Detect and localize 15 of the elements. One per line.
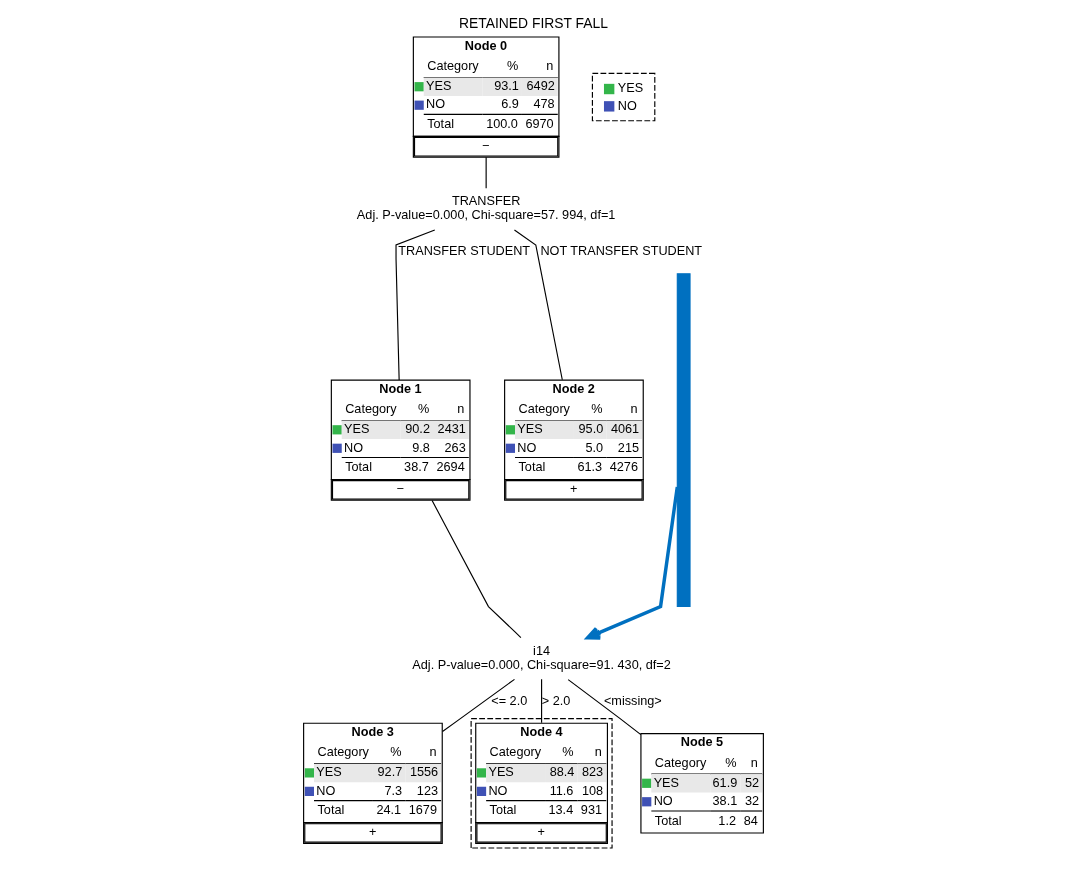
edge-label: <missing> [603,693,662,708]
node-text: i14 Adj. P-value=0.000, Chi-square=91. 430, df=2 [412,643,671,672]
node-label: + [368,825,377,840]
legend-label: NO [617,98,637,113]
node-label: + [537,825,545,840]
legend-label: YES [617,81,644,96]
node-text: TRANSFER Adj. P-value=0.000, Chi-square=57. 994, df=1 [356,194,616,223]
diagram-title: RETAINED FIRST FALL [459,15,608,32]
edge-label: <= 2.0 [491,693,528,708]
edge-label: NOT TRANSFER STUDENT [540,244,703,259]
node-label: + [569,482,578,497]
edge-label: TRANSFER STUDENT [398,244,531,259]
node-label: − [482,139,490,154]
node-label: − [396,482,405,497]
edge-label: > 2.0 [541,693,571,708]
